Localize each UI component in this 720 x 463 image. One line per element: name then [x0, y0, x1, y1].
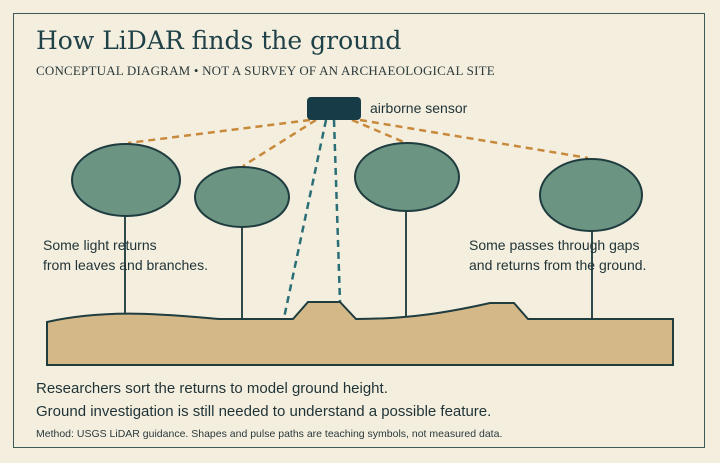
page-subtitle: CONCEPTUAL DIAGRAM • NOT A SURVEY OF AN …: [36, 63, 495, 78]
tree-canopy-4: [539, 158, 643, 232]
ground-pulse-2: [332, 119, 342, 303]
sensor-label: airborne sensor: [370, 100, 468, 116]
ground-profile: [46, 301, 674, 366]
method-note: Method: USGS LiDAR guidance. Shapes and …: [36, 428, 503, 440]
canopy-pulse-3: [351, 118, 407, 145]
diagram-frame: [13, 13, 705, 448]
footer-line-1: Researchers sort the returns to model gr…: [36, 380, 388, 397]
right-note-line2: and returns from the ground.: [469, 257, 646, 273]
left-note-line1: Some light returns: [43, 237, 157, 253]
ground-pulse-1: [282, 119, 328, 319]
page-title: How LiDAR finds the ground: [36, 26, 402, 55]
canopy-pulse-1: [127, 118, 311, 145]
right-note-line1: Some passes through gaps: [469, 237, 639, 253]
canopy-pulse-2: [242, 118, 317, 168]
left-note-line2: from leaves and branches.: [43, 257, 208, 273]
sensor-icon: [307, 97, 361, 120]
canopy-pulse-4: [359, 118, 589, 160]
tree-canopy-1: [71, 143, 181, 217]
tree-canopy-3: [354, 142, 460, 212]
footer-line-2: Ground investigation is still needed to …: [36, 403, 492, 420]
tree-canopy-2: [194, 166, 290, 228]
